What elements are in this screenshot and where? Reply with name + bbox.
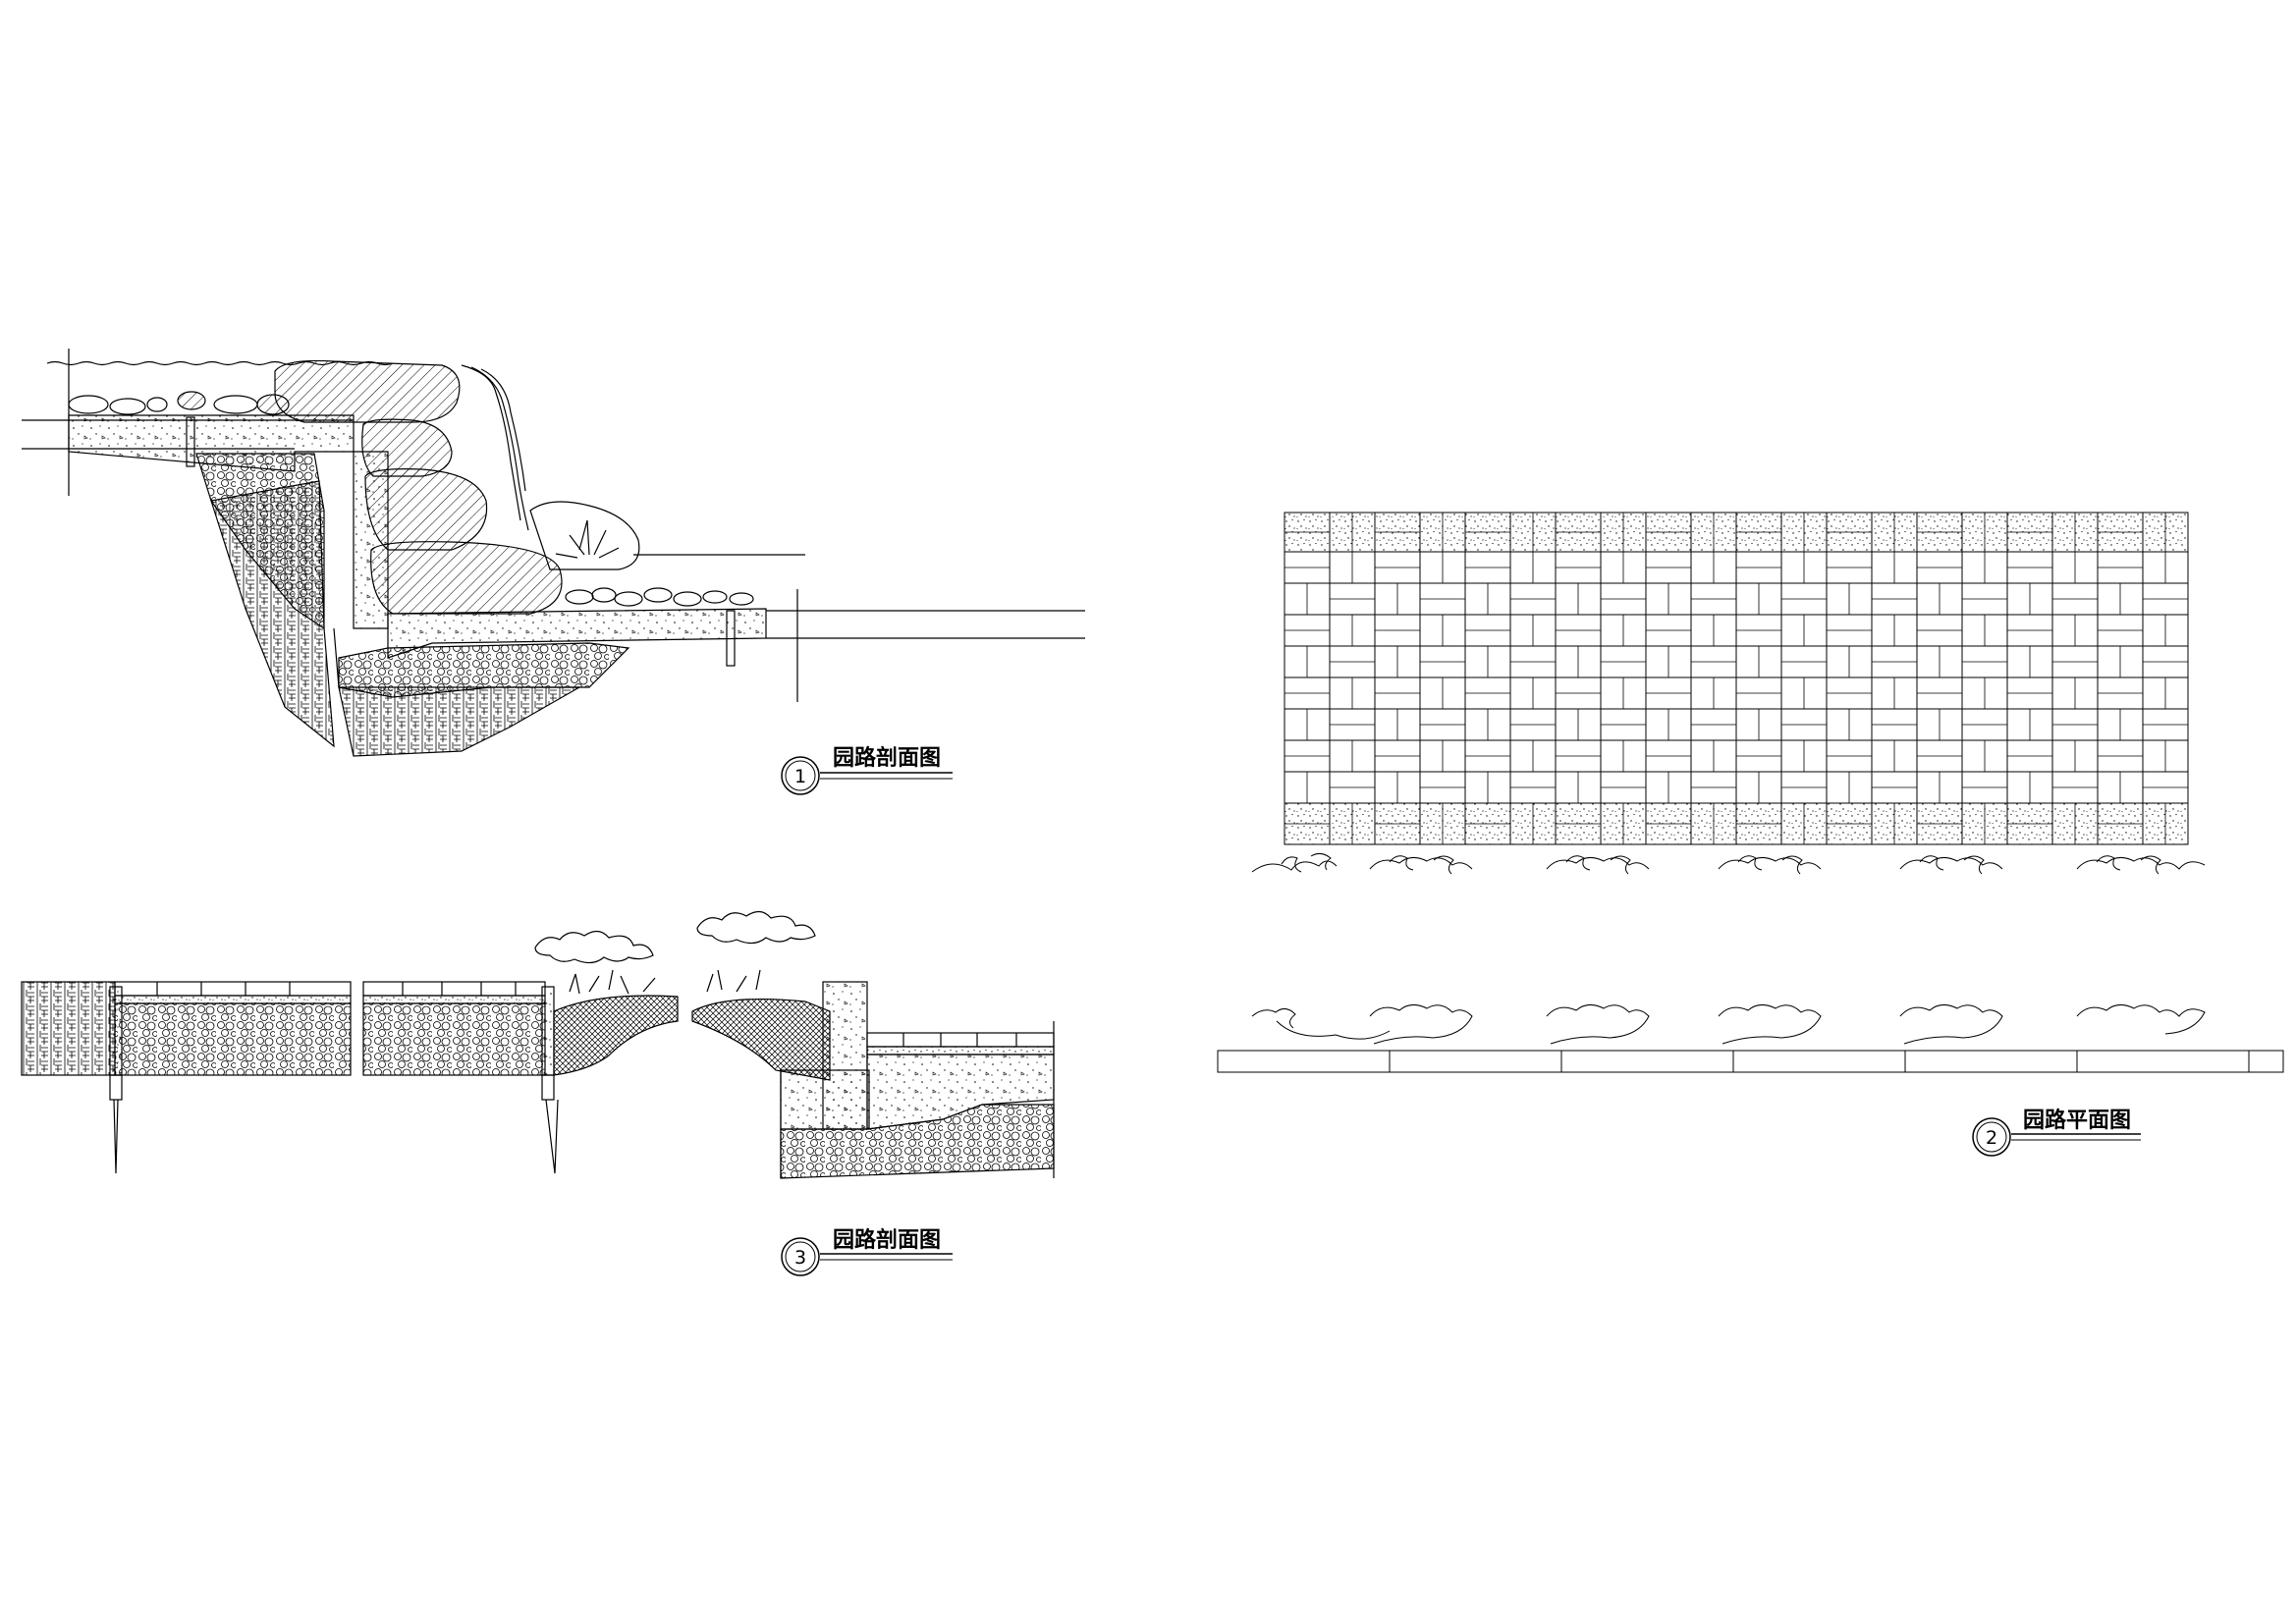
label-section-3: 3 园路剖面图 [781,1227,953,1276]
label-1-number: 1 [794,766,806,787]
label-plan-2: 2 园路平面图 [1972,1108,2141,1157]
section-1-drawing [22,349,1085,757]
label-2-number: 2 [1986,1127,1997,1149]
label-3-number: 3 [794,1247,806,1269]
plan-basket-weave [1284,551,2189,804]
plan-paving-field [1284,512,2189,845]
label-section-1: 1 园路剖面图 [781,745,953,795]
plan-border-top [1284,512,2189,553]
section-3-drawing [21,910,1055,1179]
plan-shrubs [1251,852,2206,875]
plan-border-bottom [1284,802,2189,845]
label-2-title: 园路平面图 [2023,1108,2131,1133]
label-3-title: 园路剖面图 [833,1227,941,1253]
label-1-title: 园路剖面图 [833,745,941,771]
plan-elevation-strip [1217,1004,2284,1073]
